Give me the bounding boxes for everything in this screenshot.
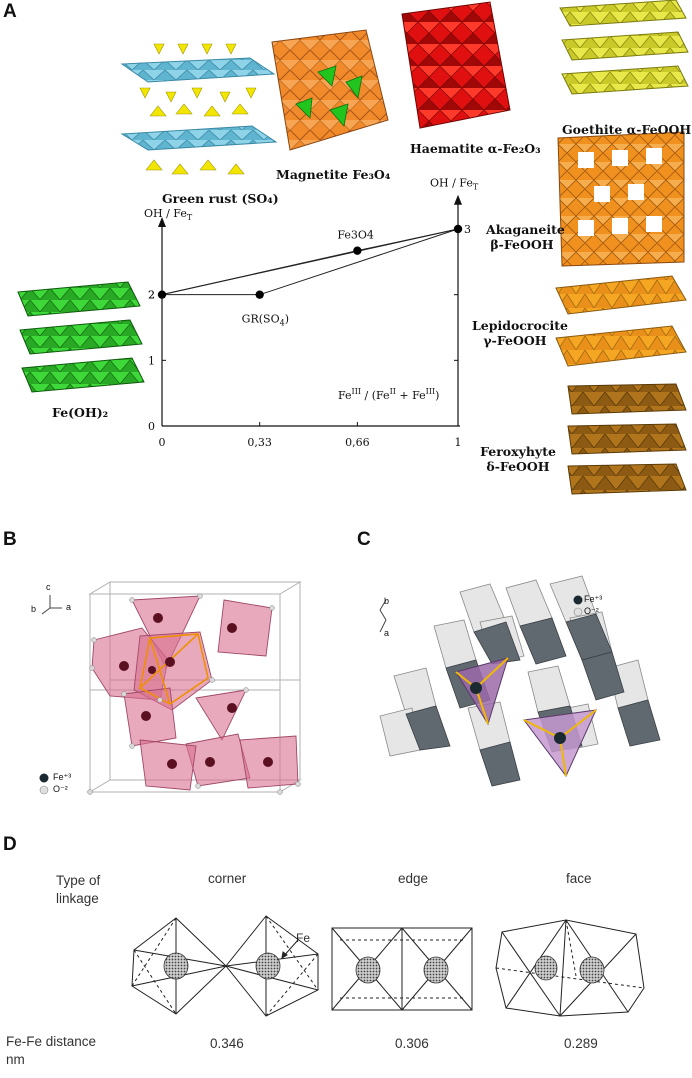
panel-b-legend-fe: Fe⁺³	[53, 772, 72, 782]
panel-b-legend-o: O⁻²	[53, 784, 68, 794]
panel-letter-d: D	[3, 834, 17, 855]
corner-heading: corner	[208, 871, 247, 886]
label-haematite: Haematite α-Fe₂O₃	[410, 141, 541, 156]
panel-letter-b: B	[3, 529, 17, 550]
corner-linkage-octahedra	[131, 915, 319, 1017]
fe-pointer-label: Fe	[296, 931, 311, 945]
data-point-3	[453, 224, 463, 234]
goethite-structure	[559, 0, 689, 95]
panel-a-crystal-art	[17, 0, 689, 495]
akaganeite-structure	[557, 131, 685, 267]
y-axis-right-arrow	[454, 194, 462, 205]
y-axis-left-arrow	[158, 217, 166, 227]
distance-edge: 0.306	[395, 1036, 429, 1051]
legend-fe-atom-c	[573, 595, 583, 605]
y-tick-label: 2	[148, 289, 155, 302]
panel-b-unit-cell	[39, 581, 302, 795]
x-axis-label: FeIII / (FeII + FeIII)	[338, 387, 439, 402]
panel-b-axis-c: c	[46, 582, 51, 592]
label-goethite: Goethite α-FeOOH	[562, 122, 692, 137]
point-label-start: 2	[148, 289, 155, 302]
panel-letter-a: A	[3, 1, 17, 22]
panel-c-axis-a: a	[384, 628, 390, 638]
x-tick-label: 1	[455, 436, 462, 449]
edge-linkage-octahedra	[331, 927, 473, 1011]
legend-o-atom	[39, 785, 49, 795]
fe-atoms	[119, 613, 273, 769]
haematite-structure	[401, 1, 511, 129]
legend-o-atom-c	[573, 607, 583, 617]
point-label-fe3o4: Fe3O4	[337, 229, 374, 242]
panel-c-legend-fe: Fe⁺³	[584, 594, 603, 604]
label-green-rust: Green rust (SO₄)	[162, 191, 279, 206]
feroxyhyte-structure	[567, 383, 687, 495]
y-tick-label: 0	[148, 420, 155, 433]
panel-c-structure	[379, 575, 661, 787]
face-heading: face	[566, 871, 592, 886]
magnetite-structure	[271, 29, 389, 151]
panel-c-axis-triad	[379, 599, 387, 633]
tetrahedra	[455, 657, 597, 777]
panel-letter-c: C	[357, 529, 371, 550]
legend-fe-atom	[39, 773, 49, 783]
data-point-1	[255, 290, 264, 299]
panel-b-axis-triad	[41, 595, 62, 615]
label-fe-oh2: Fe(OH)₂	[52, 405, 109, 420]
x-tick-label: 0	[159, 436, 166, 449]
distance-face: 0.289	[564, 1036, 598, 1051]
y-label-left: OH / FeT	[144, 207, 193, 222]
x-tick-label: 0,33	[247, 436, 272, 449]
x-tick-label: 0,66	[345, 436, 370, 449]
lepidocrocite-structure	[555, 275, 687, 367]
edge-heading: edge	[398, 871, 429, 886]
distance-corner: 0.346	[210, 1036, 244, 1051]
y-tick-label: 1	[148, 354, 155, 367]
point-label-gr: GR(SO4)	[242, 313, 289, 328]
green-rust-structure	[120, 43, 278, 175]
point-label-end: 3	[464, 223, 471, 236]
panel-b-axis-b: b	[31, 604, 37, 614]
panel-d-linkage-drawings	[131, 915, 645, 1017]
fe-oh2-structure	[17, 281, 145, 393]
panel-c-legend-o: O⁻²	[584, 606, 599, 616]
label-magnetite: Magnetite Fe₃O₄	[276, 167, 391, 182]
y-label-right: OH / FeT	[430, 177, 479, 192]
data-point-0	[157, 290, 167, 299]
data-point-2	[353, 246, 362, 255]
panel-c-axis-b: b	[384, 596, 390, 606]
panel-b-axis-a: a	[66, 602, 72, 612]
series-line-2	[161, 228, 459, 296]
face-linkage-octahedra	[495, 919, 645, 1017]
